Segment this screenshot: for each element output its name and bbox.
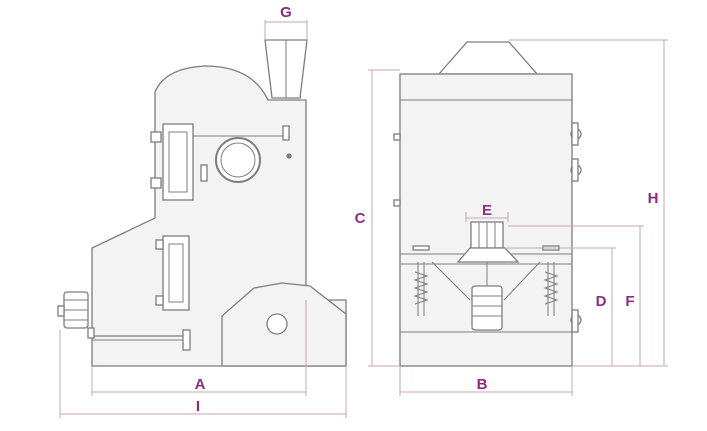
upper-door [162,123,194,201]
front-view-hood [437,41,539,75]
dimension-labels: G A I B C E D F H [195,4,659,415]
side-view [57,39,347,367]
dimension-label-e: E [482,202,492,219]
dimension-label-c: C [355,210,366,227]
side-view-pulley [266,313,288,335]
dimension-label-h: H [648,190,659,207]
dimension-label-d: D [596,293,607,310]
lower-door [162,235,190,311]
dimension-label-f: F [625,293,634,310]
dimension-label-b: B [477,376,488,393]
lower-motor [471,285,503,331]
dimension-label-g: G [280,4,292,21]
front-view [393,41,582,367]
dimension-lines [59,20,668,418]
dimension-label-i: I [196,398,200,415]
dimension-label-a: A [195,376,206,393]
